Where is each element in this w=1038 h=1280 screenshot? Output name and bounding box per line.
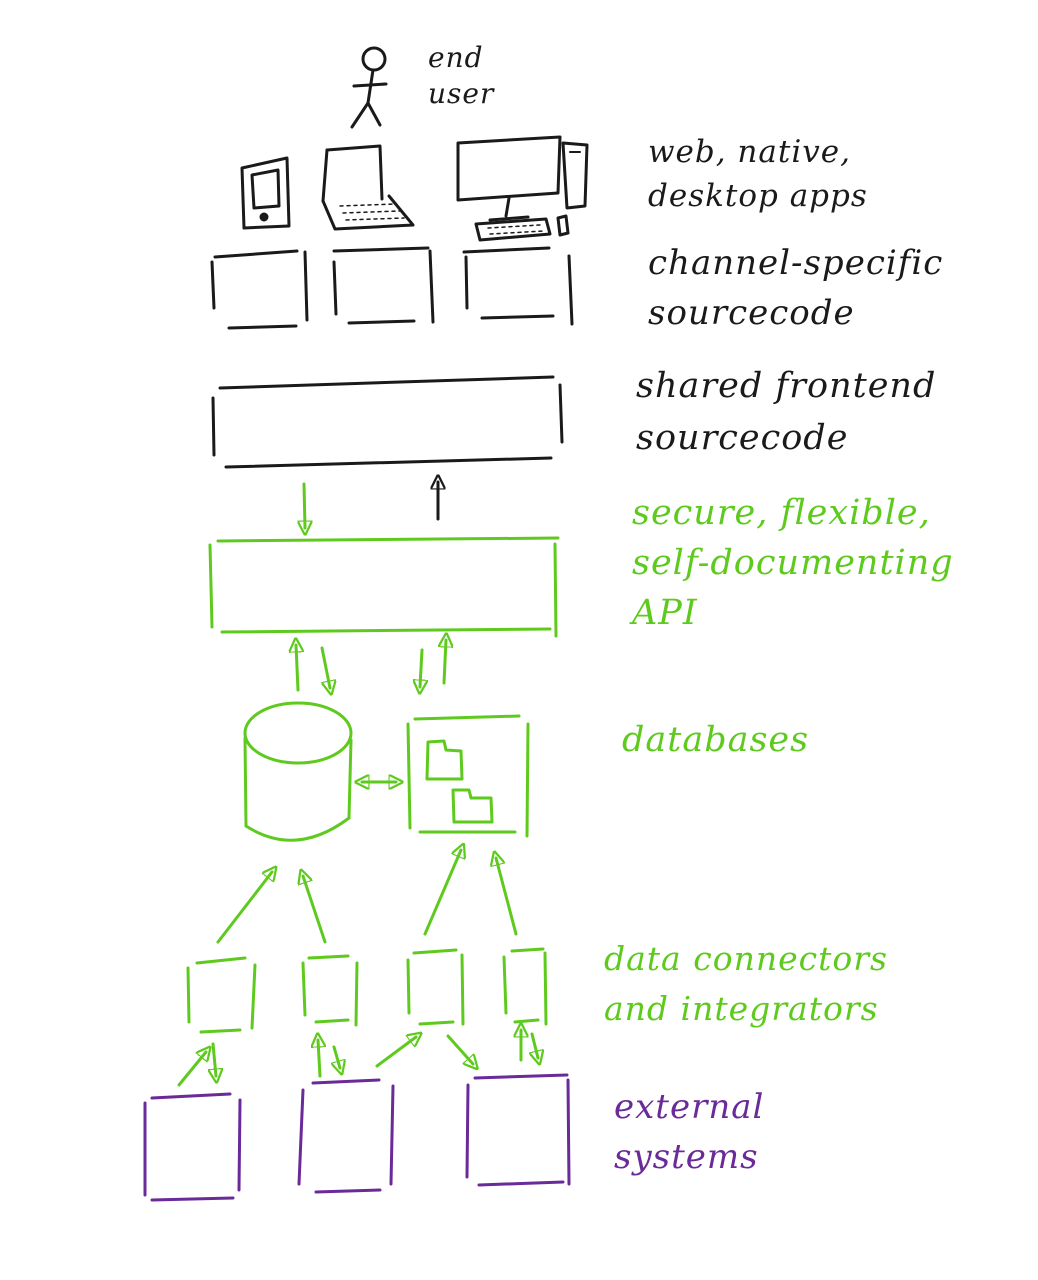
connector-box [406,948,465,1026]
laptop-icon [321,144,415,231]
connector-box [301,954,359,1027]
api-box [208,536,560,638]
apps-label: web, native, desktop apps [648,134,868,214]
external-system-box [143,1092,242,1202]
database-cylinder-icon [243,701,353,842]
shared-frontend-label: shared frontend sourcecode [636,366,937,458]
channel-code-boxes [210,246,574,330]
connectors-label: data connectors and integrators [604,939,888,1028]
tablet-icon [240,156,291,230]
api-label: secure, flexible, self-documenting API [632,493,954,633]
stick-figure-icon [350,46,388,129]
frontend-api-arrows [304,482,305,528]
connector-box [186,956,257,1034]
connector-boxes [186,947,548,1034]
external-system-box [297,1078,395,1194]
file-folder-icon [425,739,494,824]
api-database-arrows [296,640,446,690]
external-system-boxes [143,1073,571,1202]
channel-code-box [462,246,574,326]
shared-frontend-box [211,375,564,469]
external-systems-label: external systems [614,1087,765,1177]
channel-code-box [332,246,435,325]
external-connector-arrows [177,1030,538,1087]
connector-box [502,947,548,1026]
connector-database-arrows [216,850,518,944]
external-system-box [465,1073,571,1187]
end-user-label: end user [428,41,495,110]
channel-code-box [210,249,309,330]
desktop-computer-icon [456,135,589,242]
channel-code-label: channel-specific sourcecode [648,243,944,333]
file-store-box [406,714,530,838]
databases-label: databases [622,720,810,760]
